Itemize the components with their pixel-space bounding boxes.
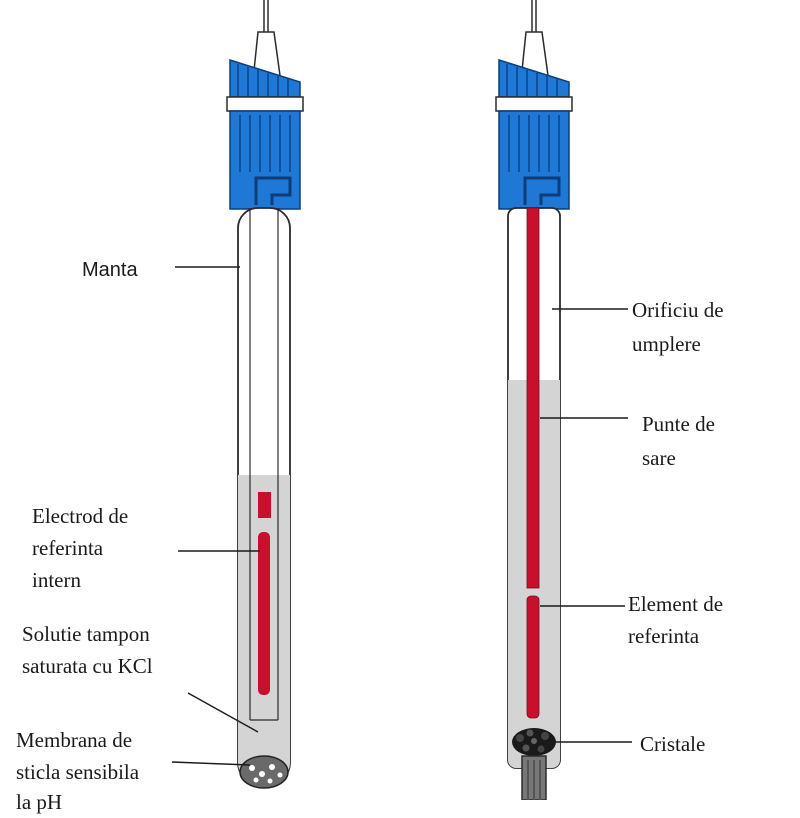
label-punte-line2: sare (642, 446, 676, 470)
label-manta: Manta (82, 259, 138, 281)
label-electrod-line1: Electrod de (32, 504, 129, 528)
label-electrod-line3: intern (32, 568, 81, 592)
left-cap-ring (226, 96, 304, 112)
right-salt-bridge (526, 207, 540, 589)
right-electrode (495, 0, 573, 800)
label-element-line1: Element de (628, 592, 724, 616)
label-orificiu-line1: Orificiu de (632, 298, 724, 322)
label-membrana-line1: Membrana de (16, 728, 133, 752)
leader-membrana (171, 761, 251, 766)
label-solutie-line1: Solutie tampon (22, 622, 150, 646)
left-cap-notch (254, 176, 292, 205)
right-reference-element (526, 595, 540, 719)
label-solutie-line2: saturata cu KCl (22, 654, 153, 678)
label-orificiu-line2: umplere (632, 332, 701, 356)
right-cap-ring (495, 96, 573, 112)
label-electrod-line2: referinta (32, 536, 104, 560)
label-membrana-line2: sticla sensibila (16, 760, 140, 784)
right-cap-notch (523, 176, 561, 205)
left-ref-electrode (258, 532, 270, 695)
left-ref-element-top (258, 492, 271, 518)
ph-electrode-diagram (171, 0, 632, 800)
label-element-line2: referinta (628, 624, 700, 648)
label-membrana-line3: la pH (16, 790, 63, 814)
right-crystals (512, 728, 556, 756)
right-cap-body (498, 110, 570, 210)
left-electrode (226, 0, 304, 789)
label-cristale: Cristale (640, 732, 706, 756)
label-punte-line1: Punte de (642, 412, 715, 436)
leader-solutie (187, 692, 259, 733)
